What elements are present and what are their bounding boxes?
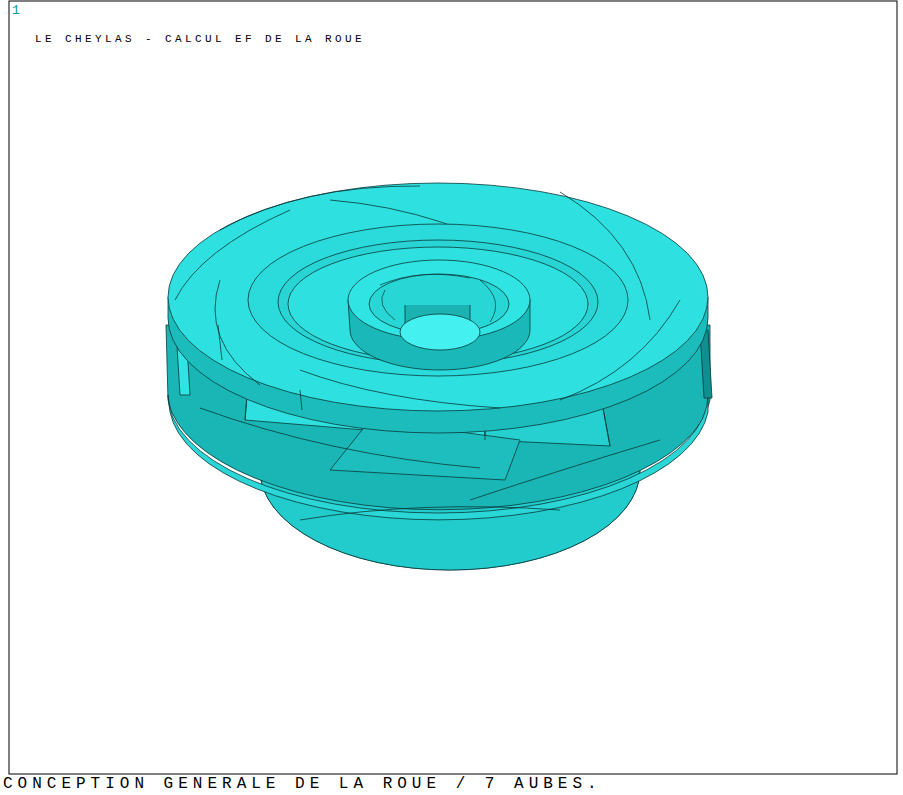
impeller-runner — [166, 183, 712, 570]
window-frame — [9, 1, 897, 774]
figure-caption: CONCEPTION GENERALE DE LA ROUE / 7 AUBES… — [3, 775, 602, 793]
plot-title: LE CHEYLAS - CALCUL EF DE LA ROUE — [35, 33, 365, 45]
window-number: 1 — [12, 3, 20, 18]
